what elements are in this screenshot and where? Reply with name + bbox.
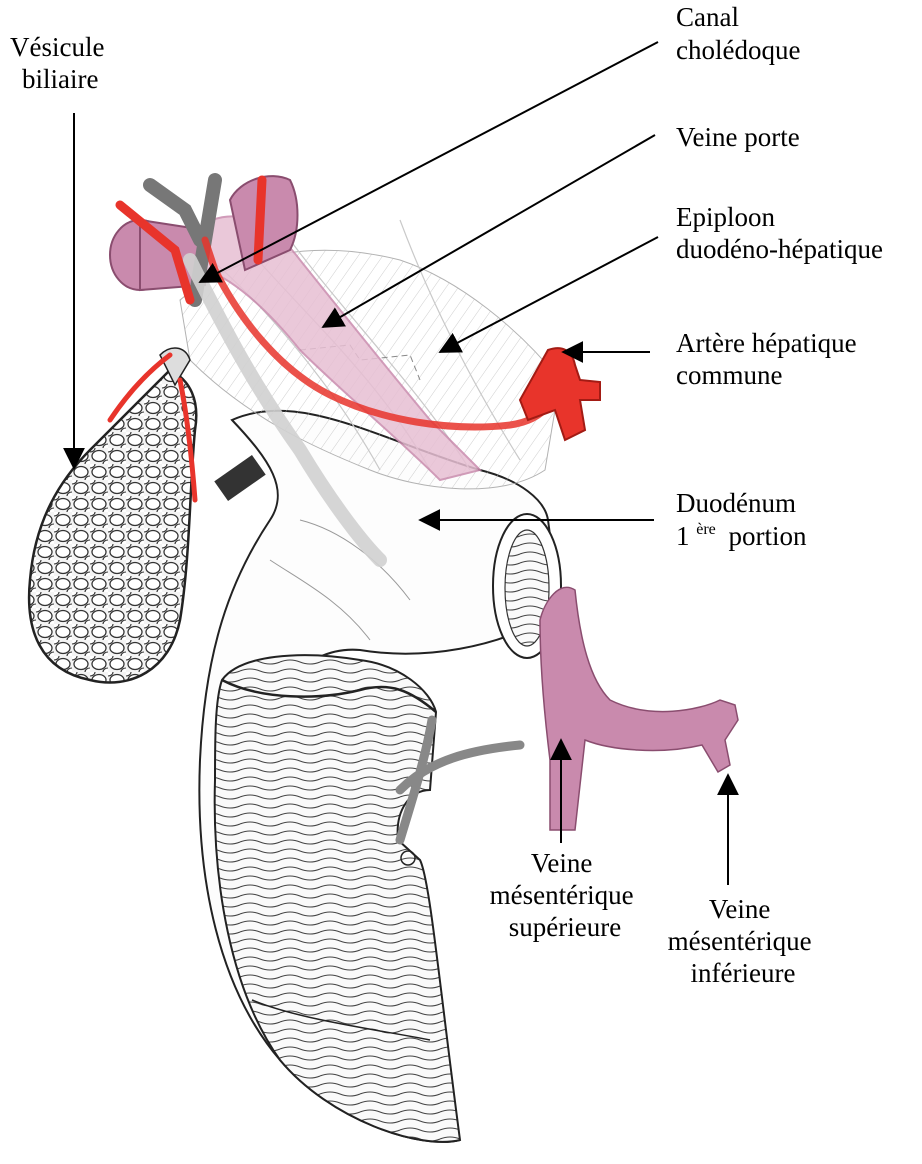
mesenteric-veins [540, 587, 738, 830]
label-vmi: Veine mésentérique inférieure [668, 894, 819, 988]
label-epiploon: Epiploon duodéno-hépatique [676, 202, 883, 264]
label-duodenum: Duodénum 1 ère portion [676, 488, 807, 551]
label-canal: Canal cholédoque [676, 2, 800, 65]
arrow-epiploon [440, 237, 658, 352]
label-artere: Artère hépatique commune [676, 328, 863, 390]
label-veine-porte: Veine porte [676, 122, 800, 152]
retractor-bar [214, 455, 265, 501]
label-vms: Veine mésentérique supérieure [490, 848, 641, 942]
gallbladder [29, 348, 196, 682]
arrow-veine-porte [323, 135, 655, 327]
label-vesicule: Vésicule biliaire [10, 32, 111, 94]
arrow-canal [200, 42, 658, 282]
